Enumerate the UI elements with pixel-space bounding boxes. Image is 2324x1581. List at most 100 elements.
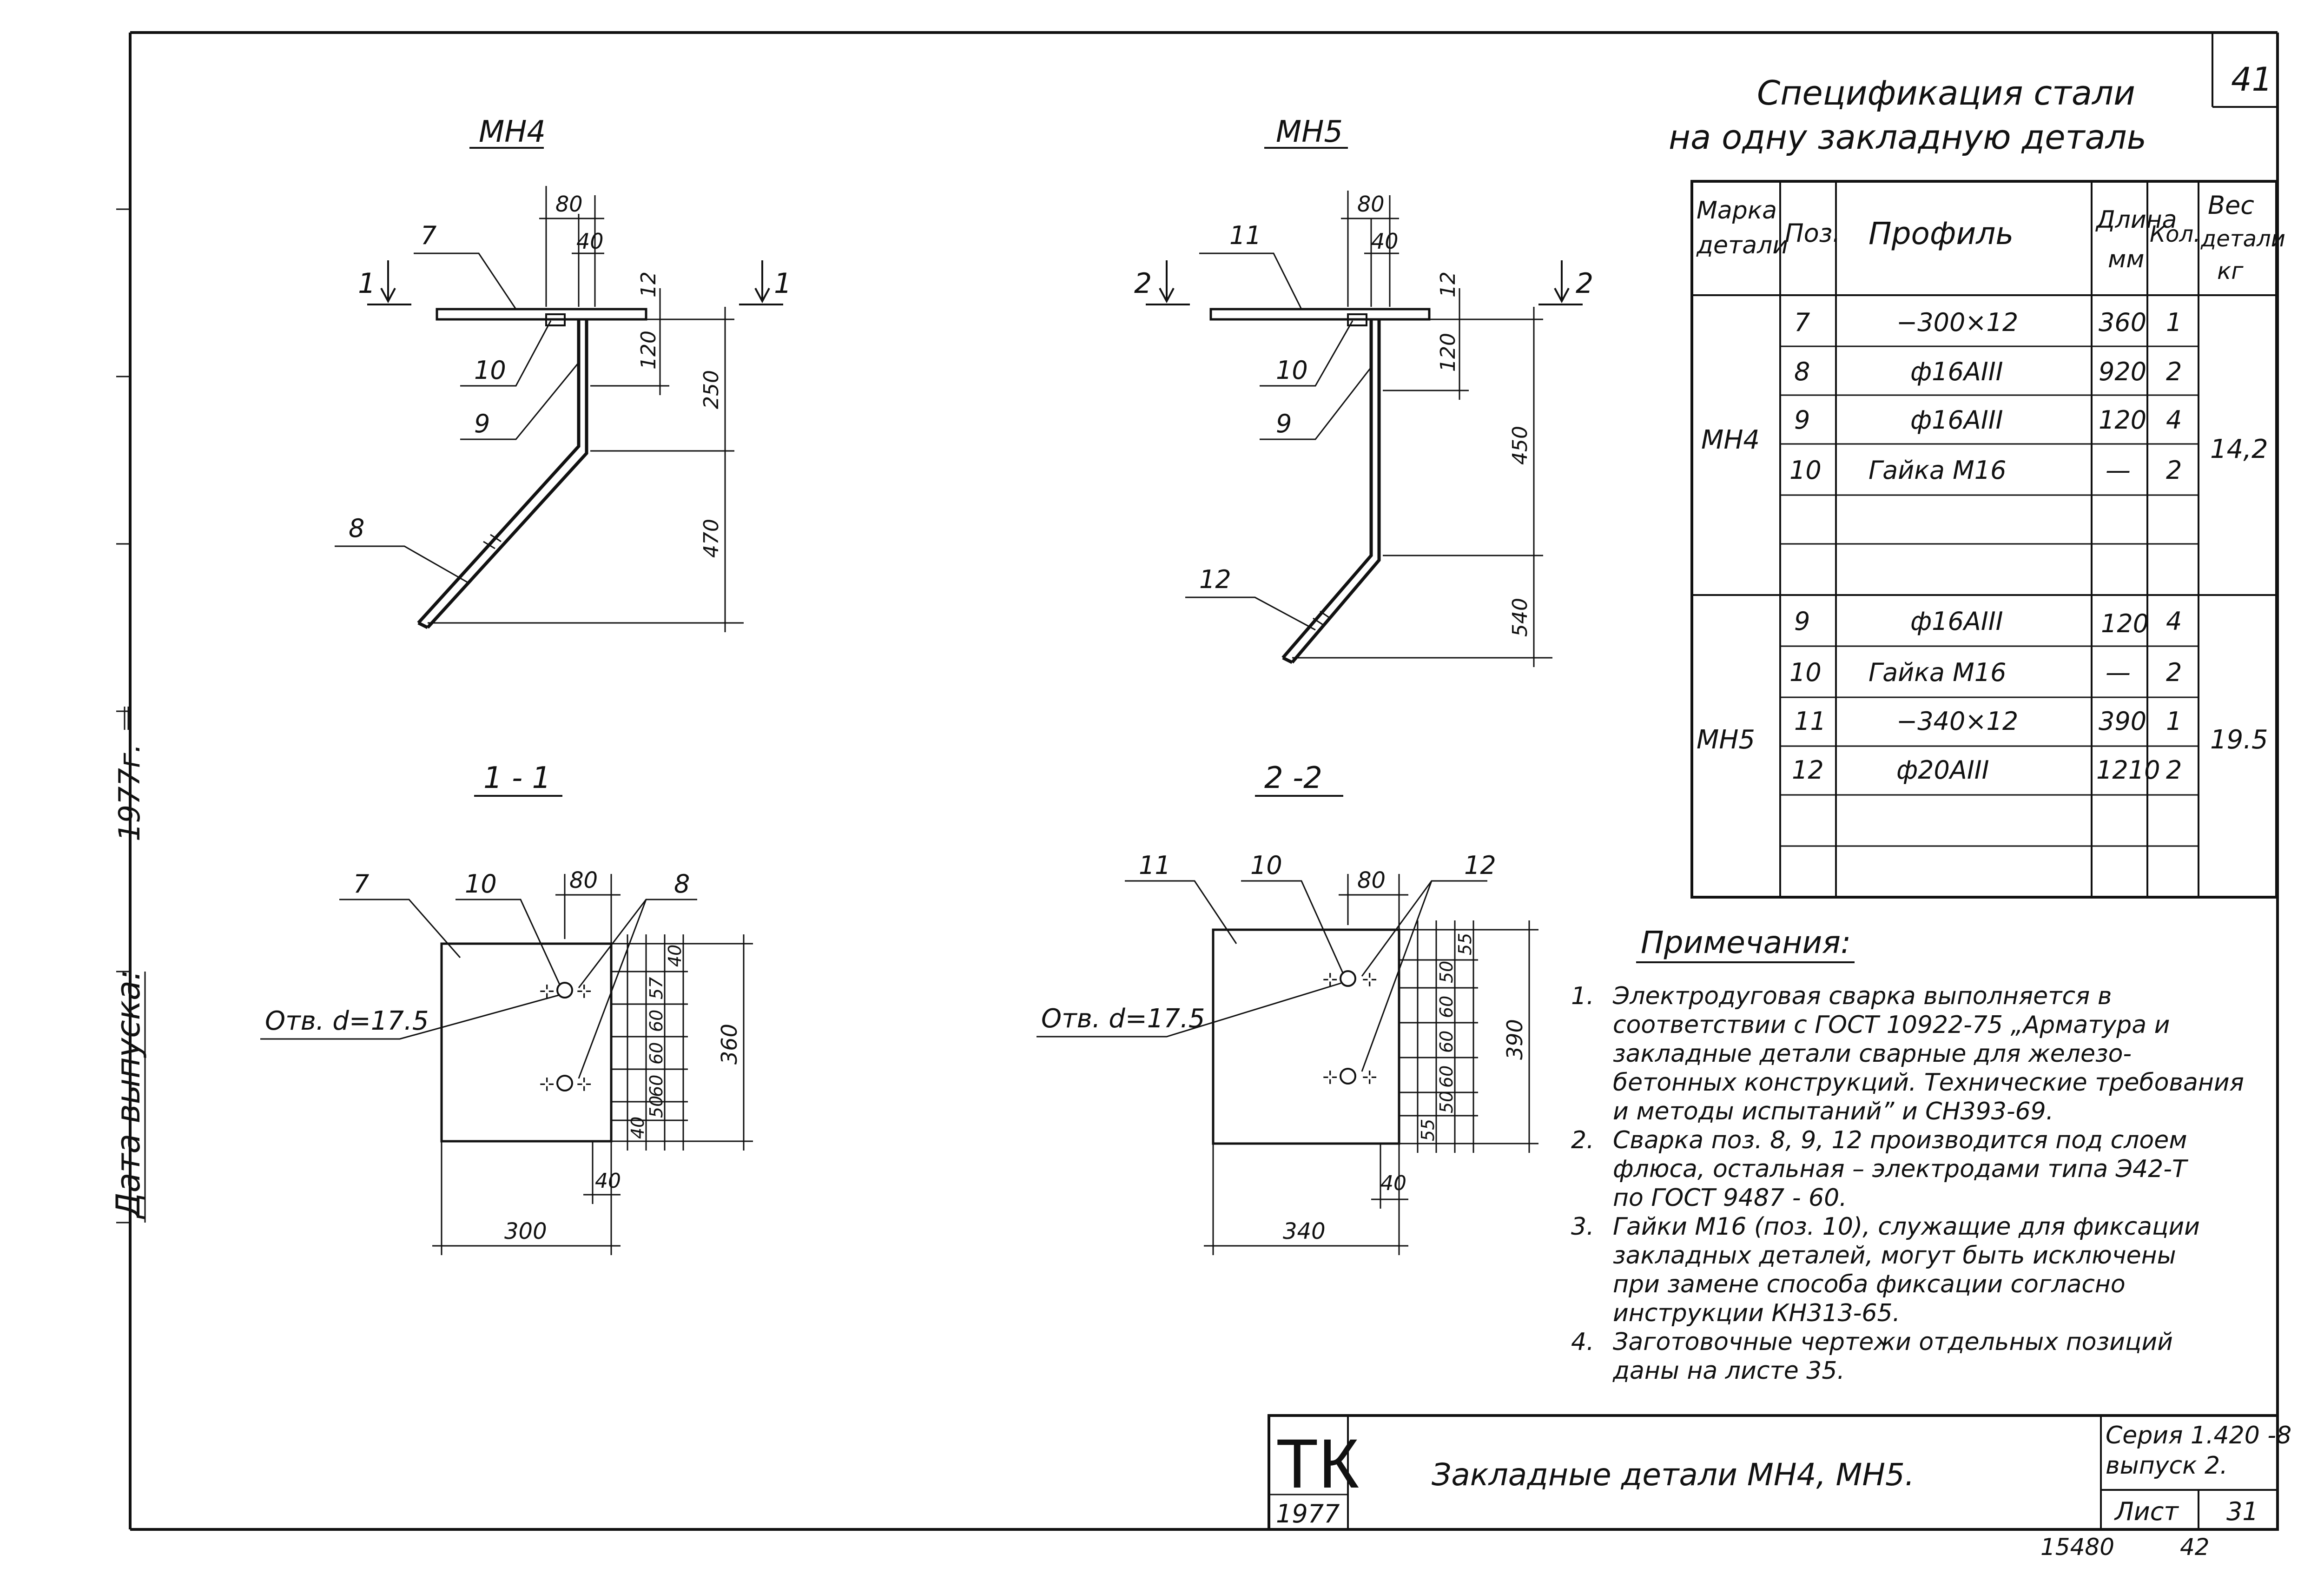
note-line: при замене способа фиксации согласно [1613,1270,2126,1298]
header-qty: Кол. [2150,221,2200,247]
cell-pos: 7 [1794,308,1810,337]
spec-title-line2: на одну закладную деталь [1669,118,2146,157]
header-length-line2: мм [2108,245,2144,273]
s11-height: 360 [717,1024,742,1065]
view-title-mn5: МН5 [1276,115,1343,149]
cell-profile: ф20АIII [1896,755,1989,785]
note-line: соответствии с ГОСТ 10922-75 „Арматура и [1613,1011,2170,1039]
mn4-callout-10: 10 [474,356,506,385]
note-number: 1. [1571,982,1594,1010]
cell-length: 920 [2099,357,2146,386]
note-line: даны на листе 35. [1612,1357,1845,1385]
mn5-dim-12: 12 [1436,271,1460,298]
s22-height: 390 [1502,1019,1527,1060]
view-mn5: МН5 2 2 80 40 12 120 450 540 [1134,115,1593,667]
view-mn4: МН4 1 1 80 40 [335,115,792,632]
cell-qty: 2 [2166,357,2182,386]
note-line: Сварка поз. 8, 9, 12 производится под сл… [1613,1126,2187,1154]
s22-width: 340 [1283,1218,1326,1244]
section-mark-left: 1 [358,267,376,300]
notes: Примечания: 1.Электродуговая сварка выпо… [1571,925,2244,1385]
s11-bottom-small: 40 [595,1169,621,1193]
note-line: флюса, остальная – электродами типа Э42-… [1613,1155,2189,1183]
mn4-dim-470: 470 [700,519,723,558]
s11-dim: 60 [646,1075,667,1097]
group-mark: МН4 [1701,425,1760,455]
cell-qty: 1 [2166,707,2182,736]
s22-dim: 50 [1436,961,1457,983]
header-weight-line2: детали [2200,226,2285,252]
s11-dim: 60 [646,1010,667,1032]
note-number: 2. [1571,1126,1594,1154]
cell-pos: 8 [1794,357,1810,386]
header-mark-line2: детали [1696,232,1788,259]
s11-dim: 60 [646,1042,667,1065]
s22-dim: 60 [1436,1065,1457,1088]
cell-pos: 9 [1794,405,1810,435]
drawing-name: Закладные детали МН4, МН5. [1432,1457,1915,1493]
mn4-callout-8: 8 [349,514,364,543]
group-weight: 14,2 [2210,434,2268,464]
mn5-dim-540: 540 [1508,598,1532,637]
cell-profile: ф16АIII [1910,357,2003,386]
specification-table: Спецификация стали на одну закладную дет… [1669,73,2285,899]
cell-qty: 2 [2166,755,2182,785]
s22-top-dim: 80 [1357,867,1386,893]
section-1-1: 1 - 1 ⊹ ⊹ ⊹ ⊹ 80 40 57 60 60 60 50 [260,761,753,1255]
weld-symbol: ⊹ [539,1073,555,1095]
cell-length: 390 [2099,707,2146,736]
header-length-line1: Длина [2095,206,2177,234]
cell-profile: Гайка М16 [1868,456,2006,485]
s22-dim: 60 [1436,1031,1457,1053]
header-mark-line1: Марка [1697,197,1777,225]
cell-length: 1210 [2096,755,2160,785]
mn5-callout-12: 12 [1199,565,1231,594]
mn4-dim-12: 12 [637,271,660,298]
weld-symbol: ⊹ [1362,1066,1378,1088]
group-weight: 19.5 [2210,725,2268,755]
header-weight-line3: кг [2217,258,2244,284]
sheet-value: 31 [2226,1497,2258,1526]
cell-pos: 12 [1792,755,1824,785]
mn4-callout-7: 7 [421,221,436,250]
group-mark: МН5 [1697,725,1755,755]
cell-profile: Гайка М16 [1868,658,2006,687]
s22-callout-11: 11 [1139,851,1171,880]
note-line: по ГОСТ 9487 - 60. [1613,1184,1847,1212]
note-line: Заготовочные чертежи отдельных позиций [1613,1328,2173,1356]
series-label: Серия 1.420 -8 [2106,1422,2291,1449]
s11-width: 300 [504,1218,547,1244]
header-profile: Профиль [1868,216,2014,251]
cell-qty: 1 [2166,308,2182,337]
header-weight-line1: Вес [2208,191,2254,220]
s11-dim: 50 [646,1096,667,1118]
weld-symbol: ⊹ [576,980,592,1002]
cell-pos: 9 [1794,607,1810,636]
s11-callout-10: 10 [465,869,497,899]
sheet-label: Лист [2114,1497,2179,1526]
note-line: инструкции КН313-65. [1613,1299,1900,1327]
cell-profile: ф16АIII [1910,607,2003,636]
mn5-callout-11: 11 [1229,221,1261,250]
s22-dim: 55 [1455,933,1475,955]
cell-profile: ф16АIII [1910,405,2003,435]
s11-dim: 40 [627,1117,648,1139]
s11-top-dim: 80 [569,867,598,893]
issue-year: 1977г. [112,744,146,841]
view-title-mn4: МН4 [479,115,546,149]
note-line: Гайки М16 (поз. 10), служащие для фиксац… [1613,1213,2200,1241]
cell-pos: 10 [1789,456,1822,485]
sheet-number-top: 41 [2231,60,2272,99]
archive-number: 15480 [2040,1534,2114,1561]
section-2-2: 2 -2 ⊹ ⊹ ⊹ ⊹ 80 55 50 60 60 60 50 55 390 [1037,761,1538,1255]
header-pos: Поз. [1785,218,1841,248]
mn5-dim-40: 40 [1371,229,1399,254]
mn4-callout-9: 9 [474,409,490,438]
mn4-dim-120: 120 [637,331,660,370]
section-title-1-1: 1 - 1 [483,761,551,795]
mn4-dim-250: 250 [700,370,723,409]
mn5-dim-80: 80 [1357,192,1385,217]
page-number-bottom: 42 [2180,1534,2210,1561]
cell-profile: −340×12 [1896,707,2018,736]
